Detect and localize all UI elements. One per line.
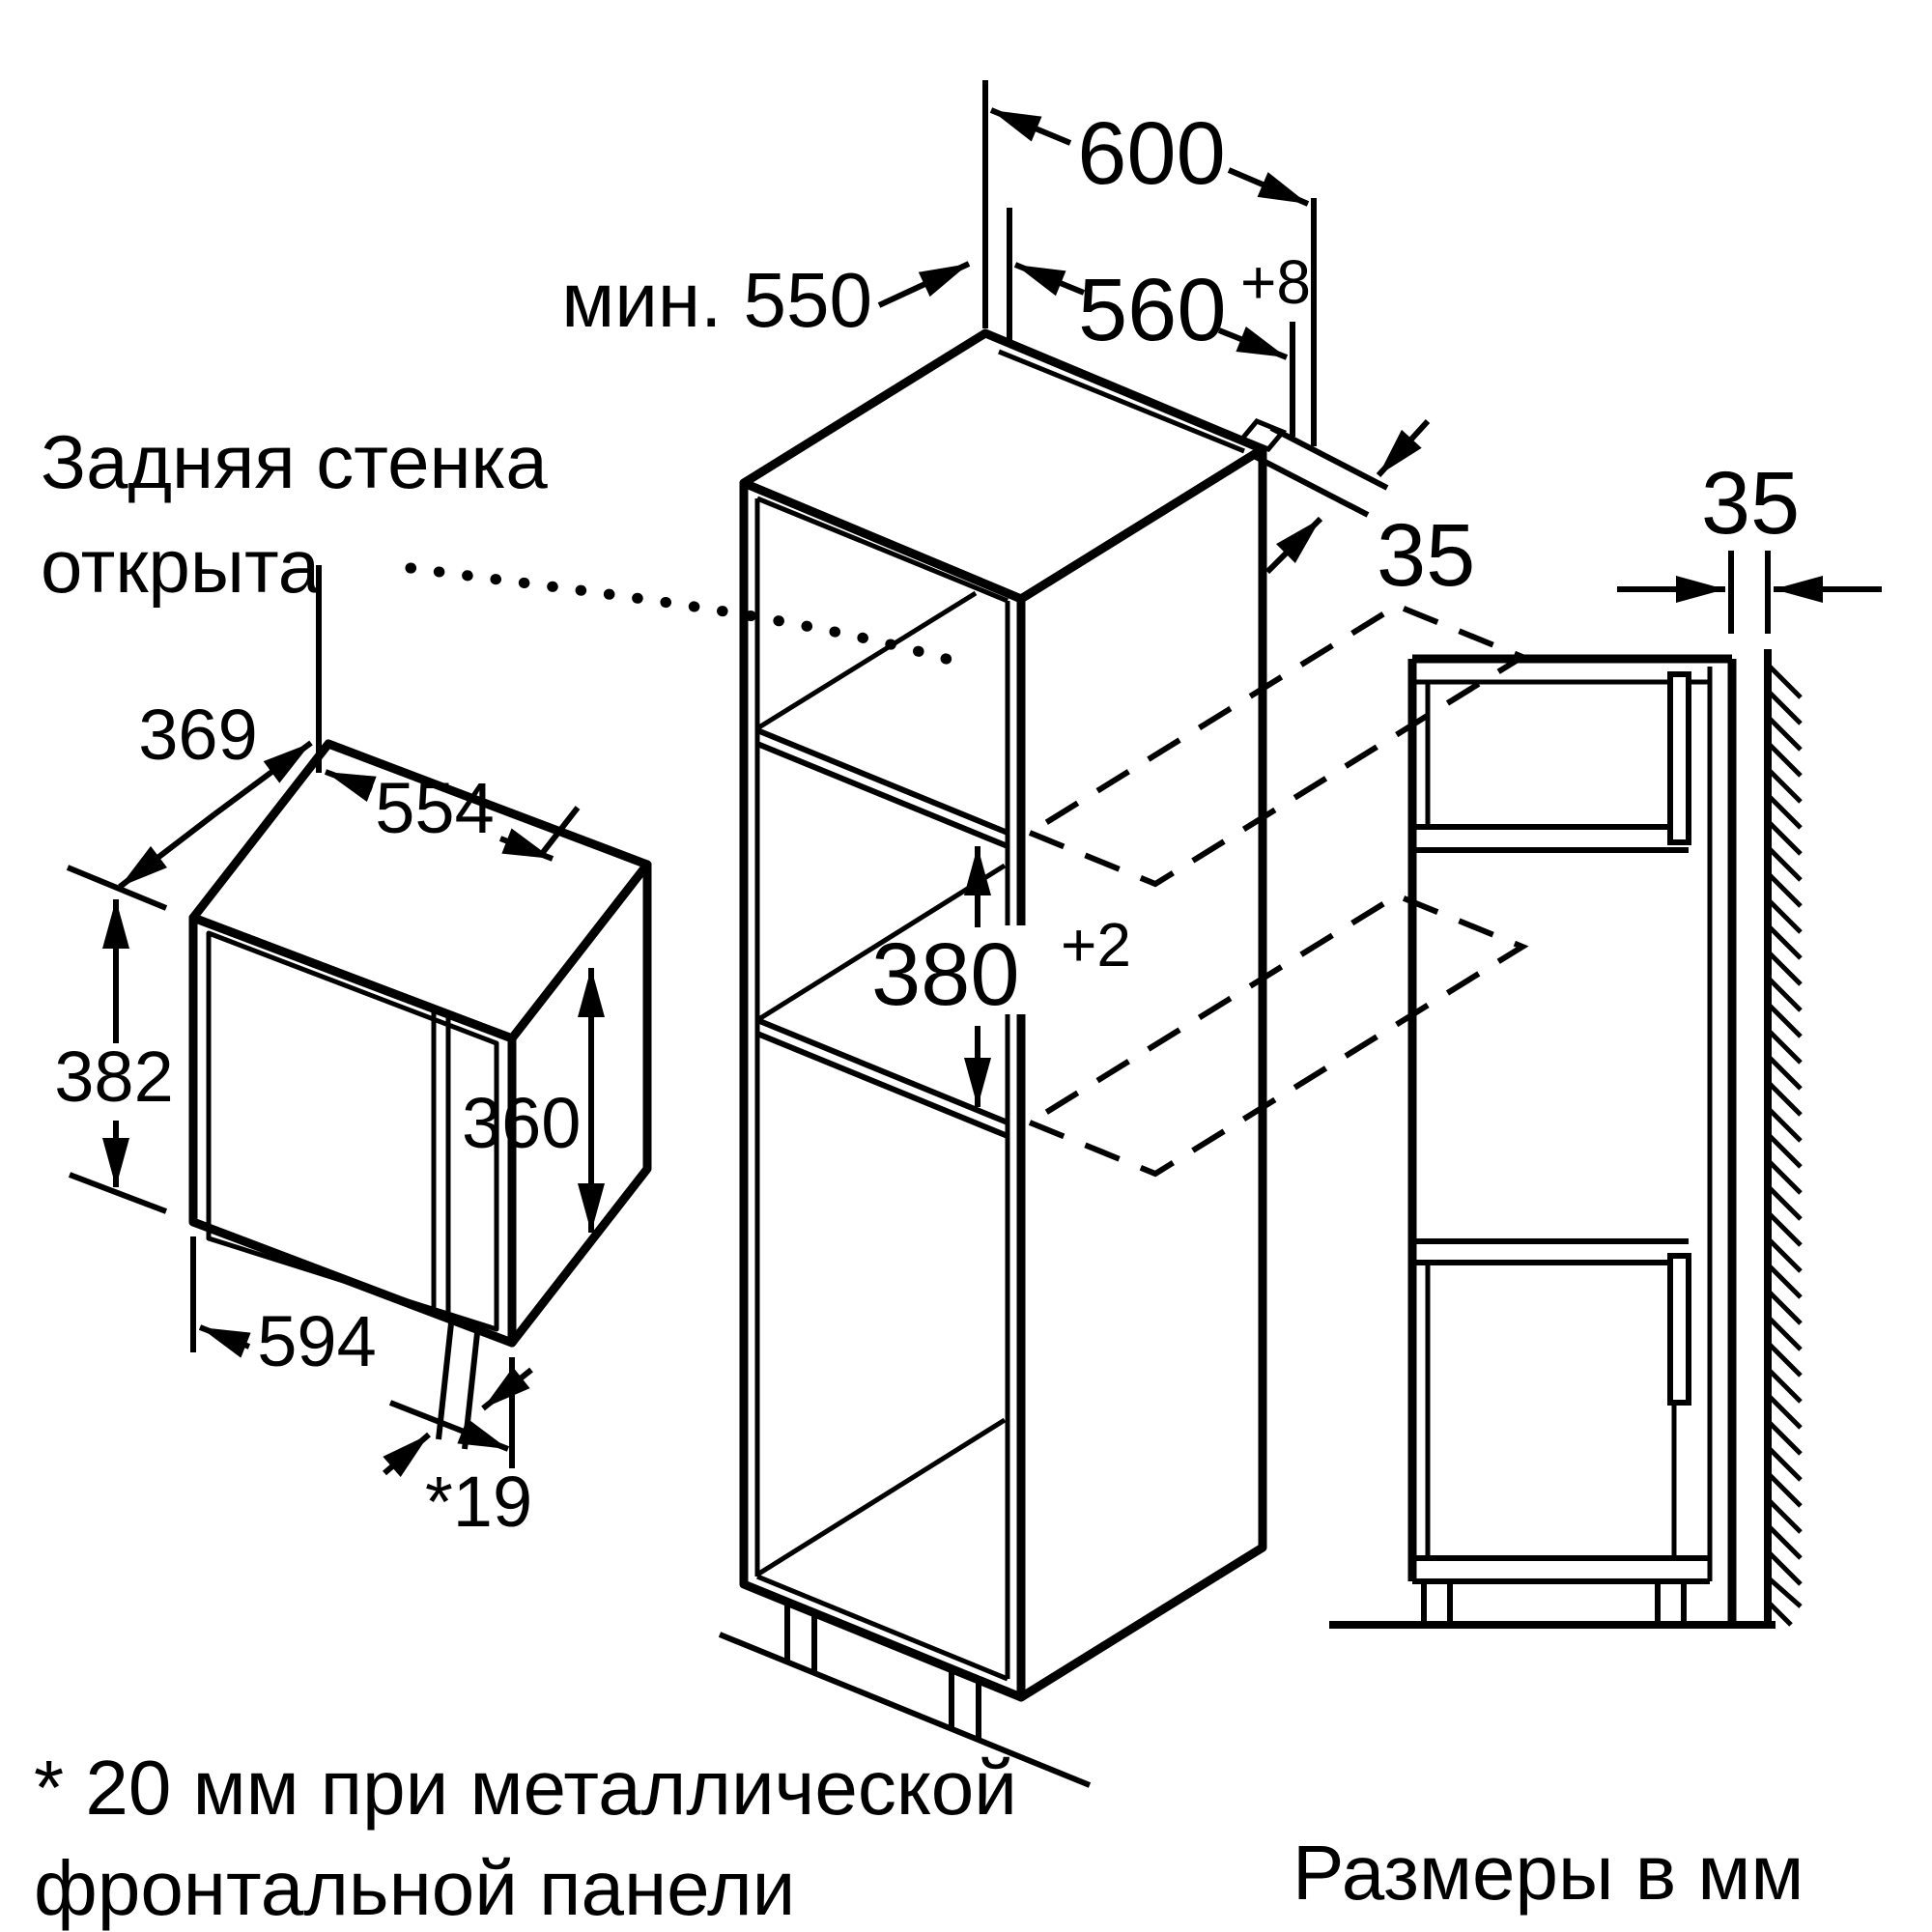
mw-depth-label: 369 (138, 695, 257, 775)
top-niche-depth-line (755, 590, 978, 731)
mw-body-width-label: 554 (375, 768, 494, 848)
mw-height-label: 382 (54, 1037, 173, 1117)
cabinet-drawing: 600 560 +8 мин. 550 35 380 +2 (405, 80, 1529, 1788)
bottom-niche-depth-line (755, 1417, 1007, 1577)
dim-594-arrow-left (198, 1324, 251, 1358)
dim-594-arrow-right (388, 1400, 510, 1452)
niche-height-label-mask (863, 925, 1152, 1014)
side-bottom-compartment (1425, 1260, 1677, 1561)
cabinet-bottom-inner-line (756, 1574, 1009, 1682)
dim-560-arrow-left (1013, 262, 1086, 297)
back-wall-note-line1: Задняя стенка (41, 419, 548, 504)
shelf2-front-bottom-edge (755, 1031, 1009, 1139)
mw-body-height-label: 360 (462, 1083, 581, 1163)
middle-niche-depth-line (755, 863, 1007, 1023)
dim-554-arrow-right (498, 828, 554, 862)
cabinet-top-back-inner-line (998, 349, 1245, 454)
side-back-leg (1655, 1578, 1687, 1628)
niche-width-label: 560 (1078, 261, 1227, 359)
back-wall-note-line2: открыта (41, 524, 321, 609)
mw-front-thickness-label: *19 (425, 1462, 532, 1542)
front-thickness-line-2 (462, 1332, 480, 1450)
dim-560-arrow-right (1217, 327, 1289, 360)
tick-mw-front-top-left (66, 865, 168, 911)
niche-height-label: 380 (871, 925, 1020, 1024)
dim-600-arrow-right (1227, 167, 1310, 207)
wall-hatching (1766, 663, 1803, 1627)
wall-clearance-label: 35 (1701, 454, 1800, 553)
cabinet-top-inner-line (756, 496, 1009, 604)
side-vent-strip-top (1667, 671, 1691, 845)
front-thickness-line-1 (436, 1322, 454, 1440)
filler-strip-label: 35 (1377, 506, 1475, 605)
filler-gap-line-2 (1250, 452, 1370, 518)
back-wall-dotted-leader (405, 562, 972, 670)
tick-mw-front-bottom-left (68, 1172, 168, 1214)
dim-600-arrow-left (989, 107, 1072, 146)
shelf1-front-bottom-edge (755, 741, 1009, 849)
dashed-shelf-upper (1023, 602, 1529, 888)
filler-gap-arrow-lower (1264, 516, 1323, 575)
front-thickness-arrow-left (383, 1432, 431, 1478)
shelf1-front-top-edge (755, 727, 1009, 836)
mw-width-label: 594 (257, 1301, 376, 1381)
min-depth-label: мин. 550 (561, 257, 872, 343)
dim-554-arrow-left (324, 769, 377, 803)
side-front-leg (1421, 1578, 1453, 1628)
units-note: Размеры в мм (1293, 1830, 1804, 1916)
min-depth-leader (877, 261, 971, 308)
side-view: 35 (1329, 454, 1882, 1629)
dashed-shelf-lower (1023, 892, 1529, 1178)
notes: Задняя стенка открыта * 20 мм при металл… (34, 419, 1804, 1931)
cabinet-front-face (739, 478, 1026, 1702)
niche-height-tolerance: +2 (1061, 910, 1131, 980)
side-vent-strip-bottom (1667, 1253, 1691, 1406)
front-thickness-arrow-right (481, 1367, 533, 1411)
cabinet-ground-line (718, 1632, 1092, 1788)
microwave-door-inner-line (206, 930, 499, 1332)
cabinet-side-face (1016, 444, 1267, 1702)
dim-369-arrow-lower (118, 811, 216, 890)
filler-gap-line-1 (1269, 425, 1389, 491)
footnote-line2: фронтальной панели (34, 1845, 795, 1931)
dim-369-arrow-upper (213, 740, 313, 817)
filler-gap-arrow-upper (1376, 418, 1431, 478)
microwave-drawing: 369 554 382 360 594 *19 (54, 565, 652, 1542)
cabinet-width-label: 600 (1077, 104, 1226, 203)
side-top-niche (1425, 679, 1677, 830)
niche-width-tolerance: +8 (1240, 247, 1311, 317)
footnote-line1: * 20 мм при металлической (34, 1745, 1017, 1831)
